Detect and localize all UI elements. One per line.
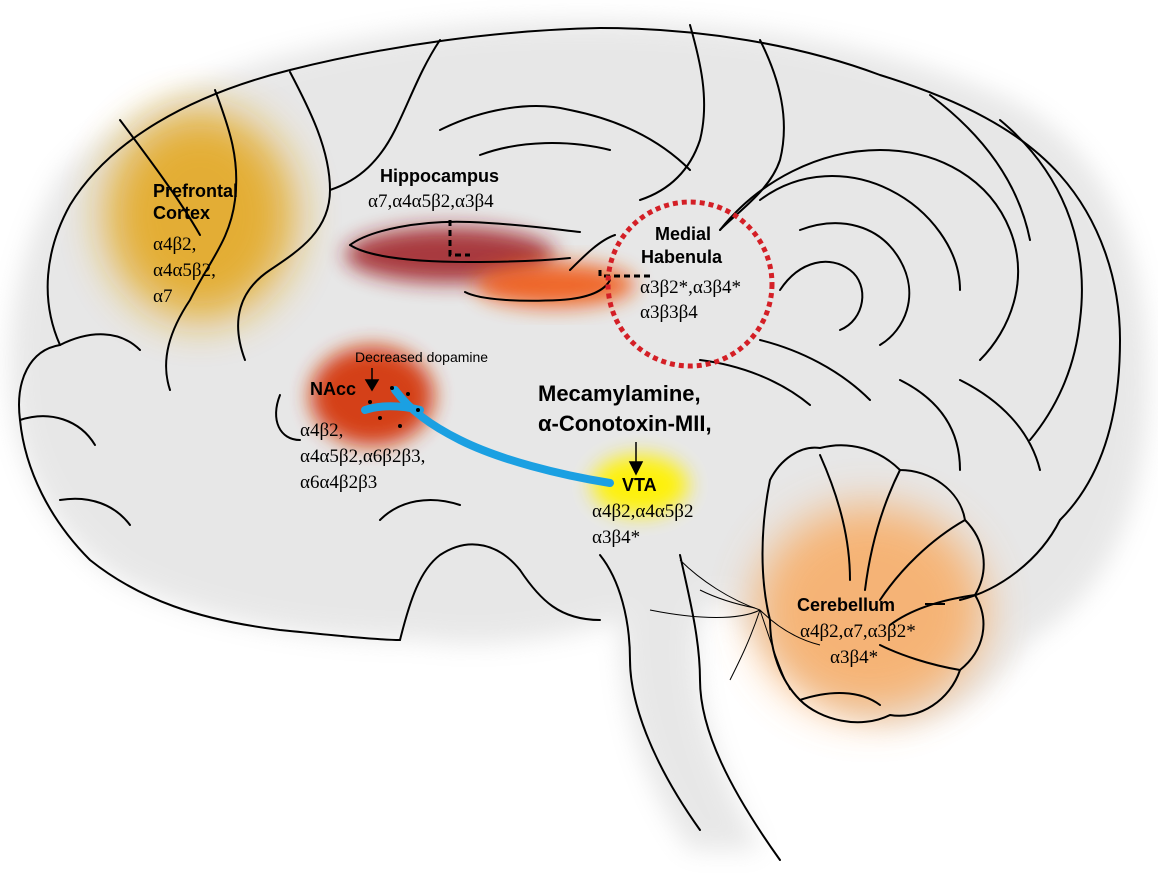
hippocampus-receptors: α7,α4α5β2,α3β4: [368, 191, 494, 212]
vta-receptors-1: α4β2,α4α5β2: [592, 501, 693, 522]
dopamine-note: Decreased dopamine: [355, 349, 488, 365]
prefrontal-receptor-3: α7: [153, 286, 172, 307]
nacc-receptors-1: α4β2,: [300, 420, 343, 441]
nacc-receptors-2: α4α5β2,α6β2β3,: [300, 446, 425, 467]
vta-receptors-2: α3β4*: [592, 527, 640, 548]
nacc-receptors-3: α6α4β2β3: [300, 472, 377, 493]
drugs-line1: Mecamylamine,: [538, 381, 701, 406]
habenula-receptors-1: α3β2*,α3β4*: [640, 277, 741, 298]
drugs-line2: α-Conotoxin-MII,: [538, 411, 712, 436]
habenula-title-line1: Medial: [655, 224, 711, 244]
habenula-receptors-2: α3β3β4: [640, 302, 698, 323]
cerebellum-title: Cerebellum: [797, 595, 895, 615]
hippocampus-title: Hippocampus: [380, 166, 499, 186]
habenula-title-line2: Habenula: [641, 247, 723, 267]
prefrontal-title-line1: Prefrontal: [153, 181, 238, 201]
vta-title: VTA: [622, 475, 657, 495]
prefrontal-receptor-2: α4α5β2,: [153, 260, 216, 281]
prefrontal-title-line2: Cortex: [153, 203, 210, 223]
cerebellum-receptors-2: α3β4*: [830, 647, 878, 668]
prefrontal-receptor-1: α4β2,: [153, 234, 196, 255]
cerebellum-receptors-1: α4β2,α7,α3β2*: [800, 621, 916, 642]
nacc-title: NAcc: [310, 379, 356, 399]
